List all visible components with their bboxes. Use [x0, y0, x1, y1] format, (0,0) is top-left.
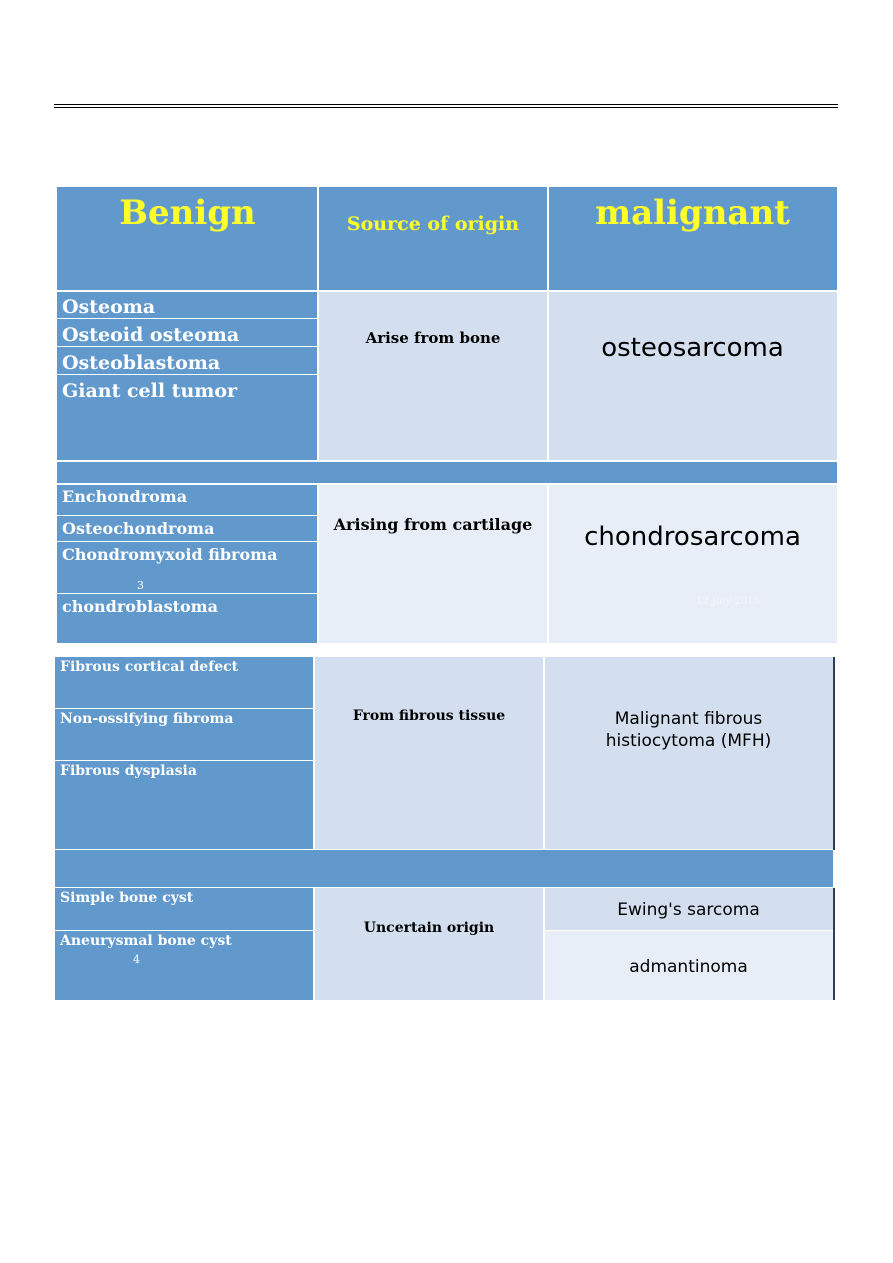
malignant-admantinoma: admantinoma	[629, 957, 748, 977]
malignant-osteosarcoma: osteosarcoma	[601, 333, 784, 363]
page-number-4: 4	[133, 953, 140, 966]
header-rule-bottom	[54, 107, 838, 108]
benign-osteoid-osteoma: Osteoid osteoma	[57, 319, 318, 347]
grid2-vline-4	[543, 888, 545, 1000]
benign-osteoblastoma: Osteoblastoma	[57, 347, 318, 375]
header-source-of-origin: Source of origin	[318, 187, 548, 291]
malignant-chondrosarcoma: chondrosarcoma	[584, 522, 801, 552]
grid-hline-2	[57, 318, 318, 319]
header-rule-top	[54, 104, 838, 105]
group-separator-1	[57, 461, 837, 484]
date-watermark: 12 July 2015	[696, 596, 760, 607]
grid2-hline-1	[55, 708, 314, 709]
grid2-vline-3	[313, 888, 315, 1000]
benign-aneurysmal-bone-cyst-label: Aneurysmal bone cyst	[60, 933, 232, 949]
grid2-hline-4	[55, 887, 833, 888]
origin-fibrous: From fibrous tissue	[352, 708, 506, 724]
grid2-hline-3	[55, 849, 833, 850]
grid2-hline-5	[55, 930, 314, 931]
malignant-cell-ewing: Ewing's sarcoma	[544, 888, 833, 931]
origin-cell-fibrous: From fibrous tissue	[314, 657, 544, 850]
grid-hline-3	[57, 346, 318, 347]
origin-cell-cartilage: Arising from cartilage	[318, 484, 548, 643]
bone-tumor-table-2: Fibrous cortical defect Non-ossifying fi…	[55, 657, 835, 1000]
benign-fibrous-cortical-defect: Fibrous cortical defect	[55, 657, 314, 709]
grid-hline-5	[57, 460, 837, 462]
table-2-right-border-lower	[833, 888, 835, 1000]
benign-chondroblastoma: chondroblastoma	[57, 594, 318, 643]
malignant-mfh-line1: Malignant fibrous	[614, 709, 763, 729]
grid-hline-6	[57, 483, 837, 485]
grid-vline-4	[547, 484, 549, 643]
malignant-mfh-line2: histiocytoma (MFH)	[605, 731, 772, 751]
origin-cell-bone: Arise from bone	[318, 291, 548, 461]
grid-vline-2	[547, 187, 549, 461]
benign-enchondroma: Enchondroma	[57, 484, 318, 516]
benign-osteoma: Osteoma	[57, 291, 318, 319]
header-benign: Benign	[57, 187, 318, 291]
origin-uncertain: Uncertain origin	[363, 920, 495, 936]
grid-hline-7	[57, 515, 318, 516]
benign-non-ossifying-fibroma: Non-ossifying fibroma	[55, 709, 314, 761]
benign-simple-bone-cyst: Simple bone cyst	[55, 888, 314, 931]
grid2-hline-2	[55, 760, 314, 761]
grid-hline-1	[57, 290, 837, 292]
benign-osteochondroma: Osteochondroma	[57, 516, 318, 542]
grid-hline-8	[57, 541, 318, 542]
origin-cell-uncertain: Uncertain origin	[314, 888, 544, 1000]
grid-hline-4	[57, 374, 318, 375]
grid-hline-9	[57, 593, 318, 594]
origin-cartilage: Arising from cartilage	[333, 515, 533, 534]
grid-vline-3	[317, 484, 319, 643]
grid2-hline-6	[544, 930, 833, 931]
malignant-cell-chondrosarcoma: chondrosarcoma 12 July 2015	[548, 484, 837, 643]
bone-tumor-table-1: Benign Source of origin malignant Osteom…	[57, 187, 837, 643]
benign-aneurysmal-bone-cyst: Aneurysmal bone cyst 4	[55, 931, 314, 1000]
malignant-cell-osteosarcoma: osteosarcoma	[548, 291, 837, 461]
benign-giant-cell-tumor: Giant cell tumor	[57, 375, 318, 461]
table-2-right-border	[833, 657, 835, 850]
malignant-cell-mfh: Malignant fibrous histiocytoma (MFH)	[544, 657, 833, 850]
benign-chondromyxoid-fibroma-label: Chondromyxoid fibroma	[62, 545, 278, 564]
group-separator-2	[55, 850, 833, 888]
benign-chondromyxoid-fibroma: Chondromyxoid fibroma 3	[57, 542, 318, 594]
grid-vline-1	[317, 187, 319, 461]
grid2-vline-1	[313, 657, 315, 850]
benign-fibrous-dysplasia: Fibrous dysplasia	[55, 761, 314, 850]
grid2-vline-2	[543, 657, 545, 850]
header-malignant: malignant	[548, 187, 837, 291]
malignant-ewings-sarcoma: Ewing's sarcoma	[617, 900, 760, 920]
origin-bone: Arise from bone	[365, 329, 501, 347]
page-number-3: 3	[137, 579, 144, 592]
malignant-cell-admantinoma: admantinoma	[544, 931, 833, 1000]
